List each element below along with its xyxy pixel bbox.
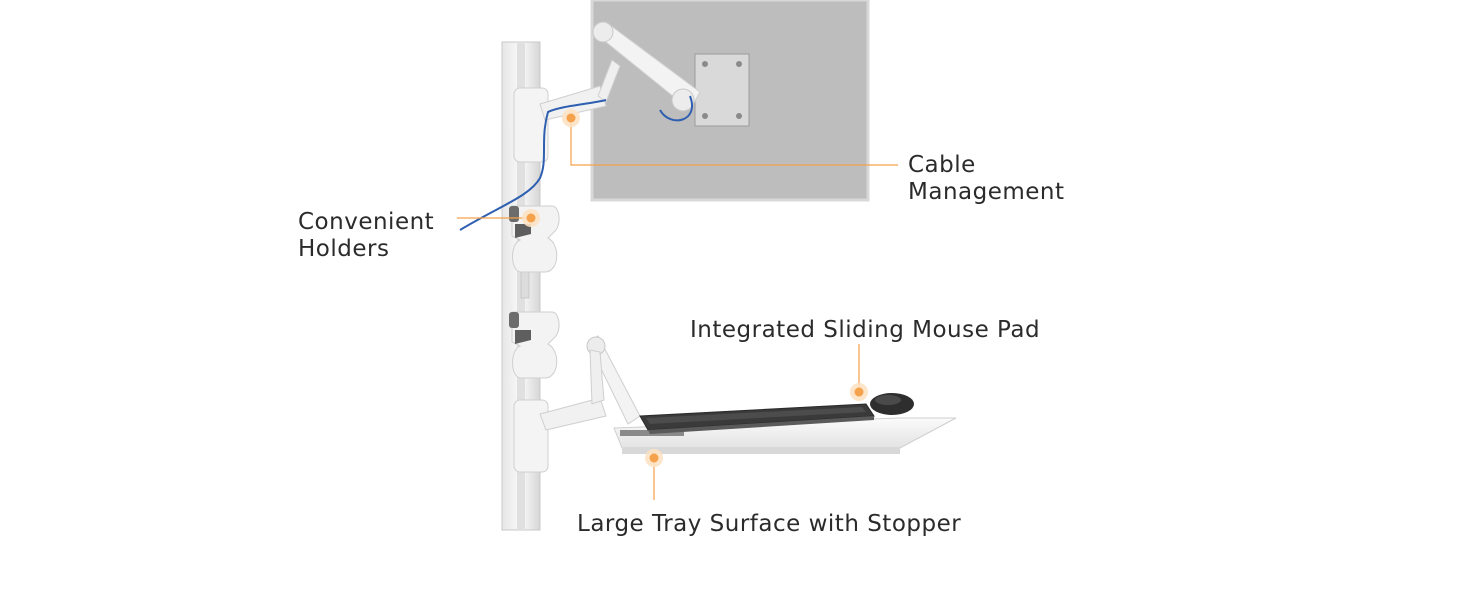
monitor: [590, 0, 870, 202]
callout-dot-holders-icon: [522, 209, 540, 227]
callout-mouse-pad-text: Integrated Sliding Mouse Pad: [690, 317, 1041, 343]
callout-holders-line1: Convenient: [298, 209, 435, 235]
cable: [459, 95, 693, 231]
callout-cable-management: Cable Management: [908, 152, 1065, 206]
callout-convenient-holders: Convenient Holders: [298, 209, 434, 263]
keyboard-arm: [513, 335, 641, 473]
callout-holders-line2: Holders: [298, 236, 390, 262]
callout-cable-line1: Cable: [908, 152, 976, 178]
callout-dot-mousepad-icon: [850, 383, 868, 401]
callout-tray-text: Large Tray Surface with Stopper: [577, 511, 962, 537]
callout-dot-tray-icon: [645, 449, 663, 467]
callout-cable-line2: Management: [908, 179, 1065, 205]
callout-tray-surface: Large Tray Surface with Stopper: [577, 511, 961, 538]
callout-mouse-pad: Integrated Sliding Mouse Pad: [690, 317, 1040, 344]
monitor-arm: [513, 21, 701, 163]
mouse: [870, 393, 914, 415]
keyboard: [639, 403, 875, 434]
lower-holder: [509, 311, 560, 379]
callout-dot-cable-icon: [562, 109, 580, 127]
